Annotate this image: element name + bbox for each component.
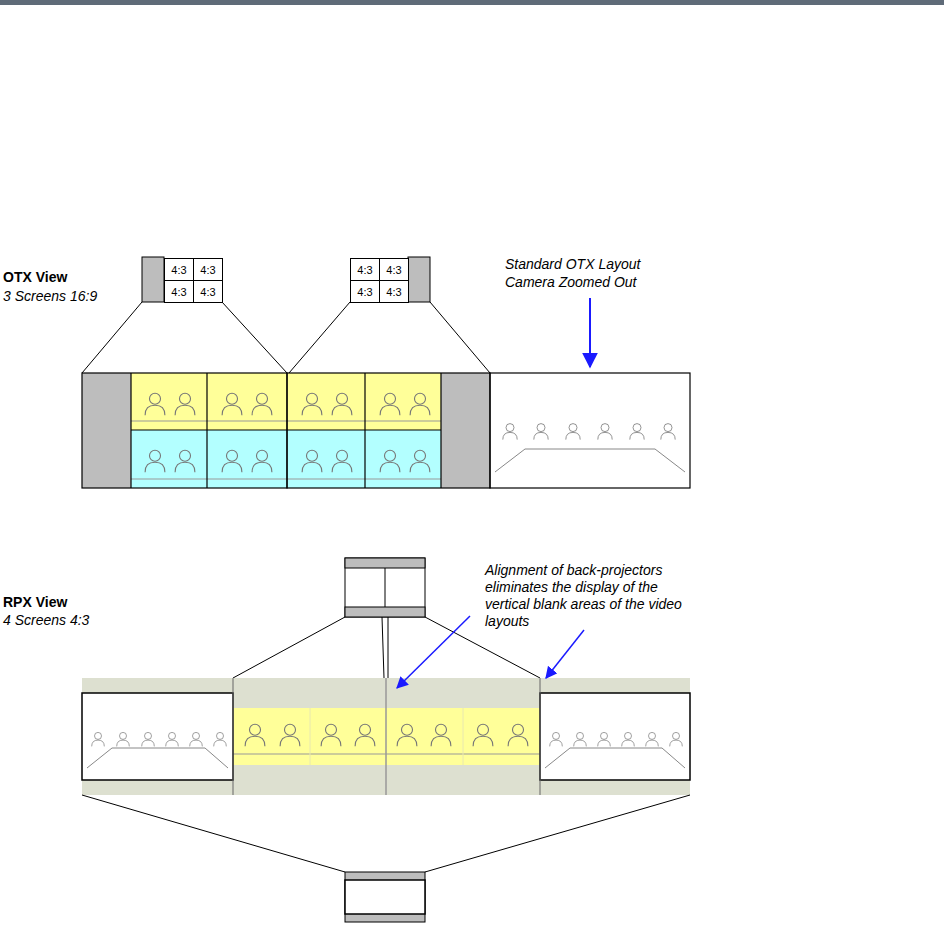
blank-area <box>142 257 164 302</box>
blank-area <box>408 257 430 302</box>
person-figure <box>410 393 430 415</box>
person-figure <box>145 393 165 415</box>
person-figure <box>252 450 272 472</box>
note: Alignment of back-projectors eliminates … <box>485 562 703 630</box>
cell-label: 4:3 <box>200 286 215 298</box>
view-subtitle: 4 Screens 4:3 <box>3 611 89 629</box>
leader-lines <box>82 302 490 373</box>
person-figure <box>503 424 517 440</box>
view-title: OTX View <box>3 268 67 286</box>
person-figure <box>598 424 612 440</box>
layout-cell: 4:3 <box>193 258 223 281</box>
person-figure <box>280 724 300 746</box>
person-figure <box>214 732 227 746</box>
person-figure <box>534 424 548 440</box>
cell-label: 4:3 <box>171 286 186 298</box>
layout-cell: 4:3 <box>164 280 194 303</box>
person-figure <box>574 732 587 746</box>
person-figure <box>245 724 265 746</box>
person-figure <box>332 450 352 472</box>
person-figure <box>145 450 165 472</box>
cell-label: 4:3 <box>357 286 372 298</box>
otx-screens <box>82 373 690 488</box>
person-figure <box>117 732 130 746</box>
person-figure <box>410 450 430 472</box>
layout-cell: 4:3 <box>164 258 194 281</box>
person-figure <box>622 732 635 746</box>
person-figure <box>142 732 155 746</box>
person-figure <box>380 450 400 472</box>
layout-cell: 4:3 <box>379 280 409 303</box>
person-figure <box>566 424 580 440</box>
person-figure <box>473 724 493 746</box>
person-figure <box>302 450 322 472</box>
person-figure <box>508 724 528 746</box>
person-figure <box>222 393 242 415</box>
cell-label: 4:3 <box>386 286 401 298</box>
layout-cell: 4:3 <box>379 258 409 281</box>
cell-label: 4:3 <box>386 264 401 276</box>
callout-arrow <box>397 616 470 688</box>
person-figure <box>646 732 659 746</box>
person-figure <box>175 393 195 415</box>
person-figure <box>302 393 322 415</box>
person-figure <box>598 732 611 746</box>
cell-label: 4:3 <box>357 264 372 276</box>
view-title: RPX View <box>3 593 67 611</box>
person-figure <box>321 724 341 746</box>
cell-label: 4:3 <box>171 264 186 276</box>
layout-cell: 4:3 <box>350 258 380 281</box>
person-figure <box>550 732 563 746</box>
rpx-thumbnail <box>345 872 425 922</box>
person-figure <box>92 732 105 746</box>
cell-label: 4:3 <box>200 264 215 276</box>
person-figure <box>222 450 242 472</box>
person-figure <box>332 393 352 415</box>
layout-cell: 4:3 <box>193 280 223 303</box>
callout-arrow <box>589 298 591 367</box>
person-figure <box>670 732 683 746</box>
person-figure <box>661 424 675 440</box>
rpx-screens <box>82 678 690 872</box>
callout-arrow <box>546 630 584 678</box>
person-figure <box>175 450 195 472</box>
note: Standard OTX Layout Camera Zoomed Out <box>505 255 670 291</box>
person-figure <box>190 732 203 746</box>
person-figure <box>166 732 179 746</box>
header-bar <box>0 0 944 5</box>
person-figure <box>355 724 375 746</box>
layout-cell: 4:3 <box>350 280 380 303</box>
view-subtitle: 3 Screens 16:9 <box>3 287 97 305</box>
person-figure <box>397 724 417 746</box>
person-figure <box>380 393 400 415</box>
person-figure <box>630 424 644 440</box>
person-figure <box>431 724 451 746</box>
person-figure <box>252 393 272 415</box>
